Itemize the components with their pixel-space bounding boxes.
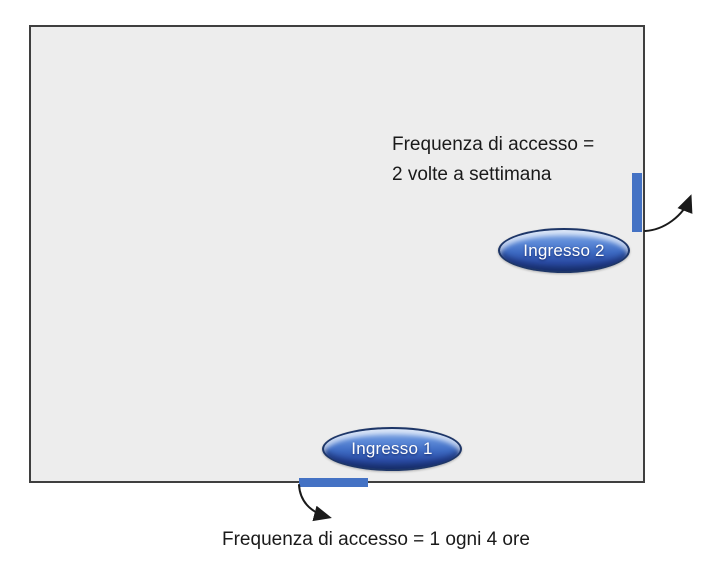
entrance2-label-pill: Ingresso 2 — [498, 228, 630, 273]
entrance1-label-pill: Ingresso 1 — [322, 427, 462, 471]
entrance2-frequency-annotation: Frequenza di accesso = 2 volte a settima… — [392, 130, 594, 190]
curved-arrow-entrance1-icon — [298, 484, 332, 522]
curved-arrow-entrance2-icon — [644, 194, 693, 232]
entrance2-frequency-line2: 2 volte a settimana — [392, 164, 552, 185]
entrance1-frequency-annotation: Frequenza di accesso = 1 ogni 4 ore — [222, 529, 530, 550]
door-entrance1 — [299, 478, 368, 487]
door-entrance2 — [632, 173, 642, 232]
entrance2-frequency-line1: Frequenza di accesso = — [392, 134, 595, 155]
entrance2-label: Ingresso 2 — [523, 240, 605, 260]
entrance1-label: Ingresso 1 — [351, 439, 433, 458]
